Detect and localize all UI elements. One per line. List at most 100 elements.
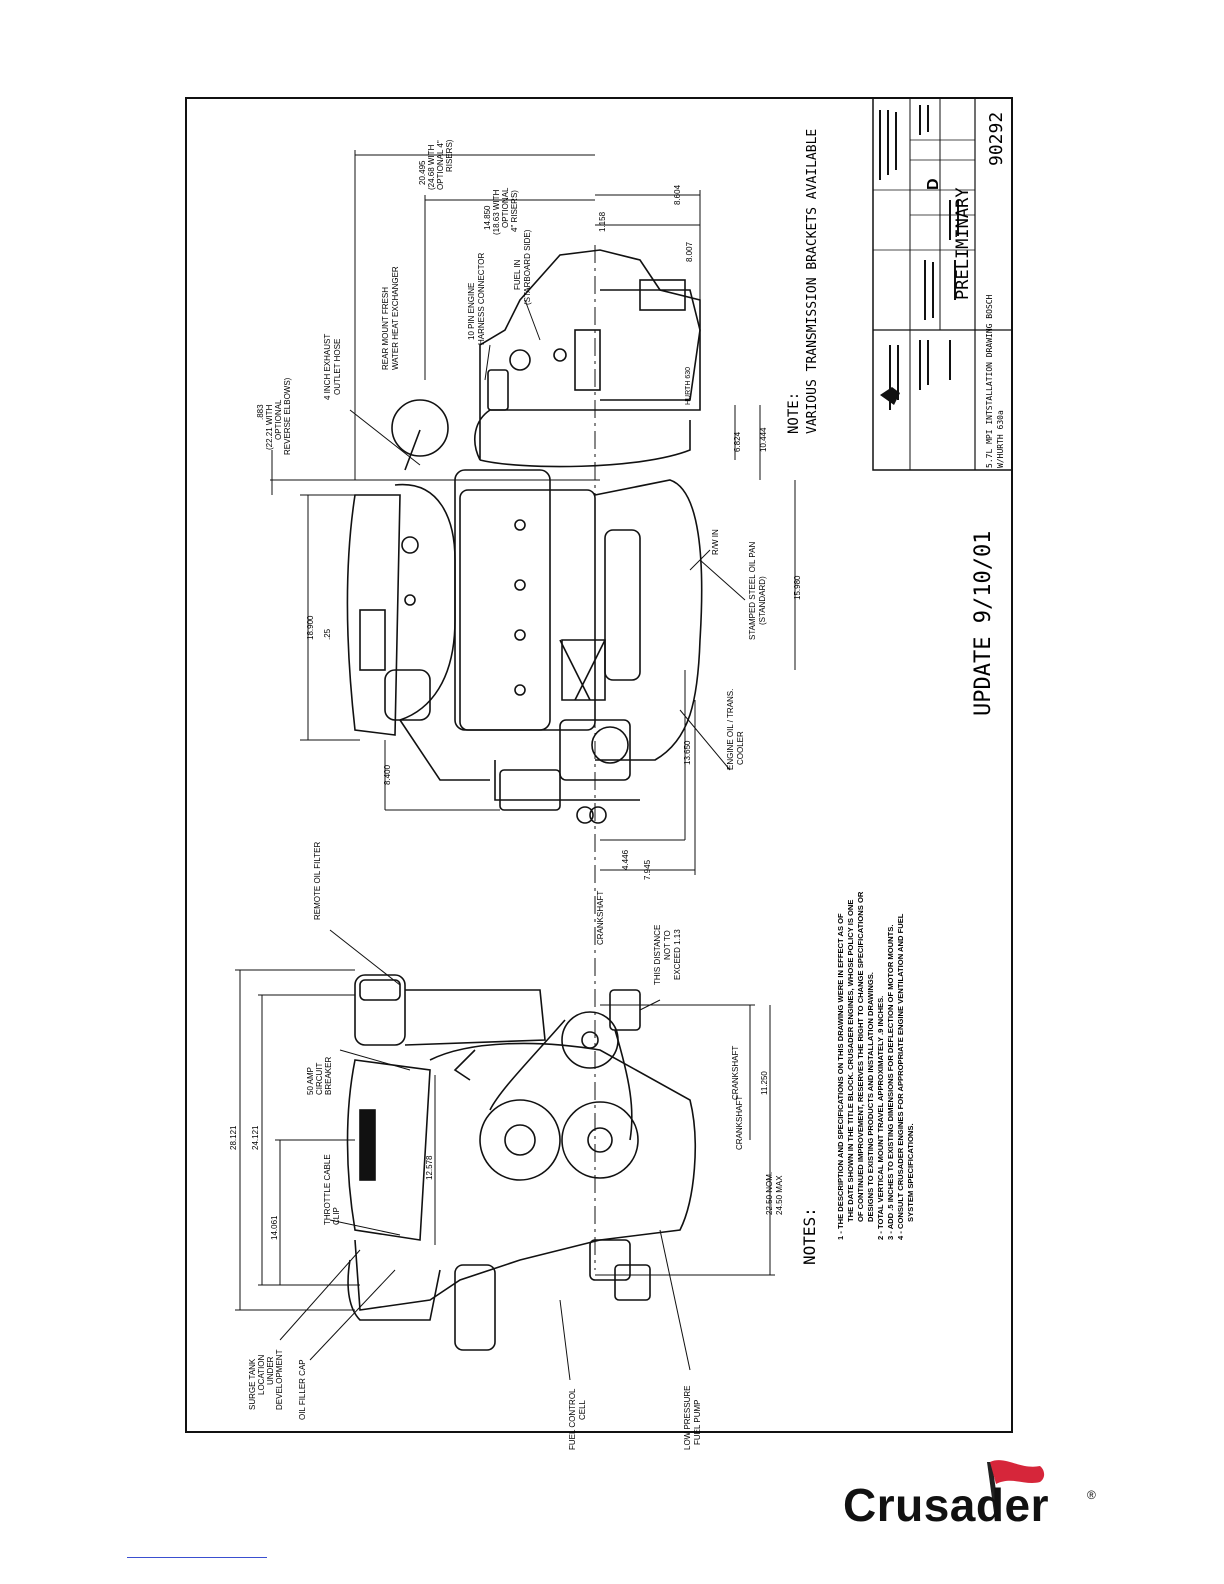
dim-28-121: 28.121 xyxy=(229,1125,238,1150)
label-fuel-in-2: (STARBOARD SIDE) xyxy=(523,229,532,305)
dim-4-446: 4.446 xyxy=(621,849,630,870)
label-hurth: HURTH 630 xyxy=(685,367,692,405)
front-view-dimension-lines xyxy=(235,929,775,1381)
title-block xyxy=(872,97,1013,471)
label-oil-cooler-2: COOLER xyxy=(736,731,745,765)
label-exhaust-elbow-4: REVERSE ELBOWS) xyxy=(283,377,292,455)
label-front-crankshaft-1: CRANKSHAFT xyxy=(731,1046,740,1100)
dim-18-900: 18.900 xyxy=(306,615,315,640)
label-breaker-1: 50 AMP xyxy=(306,1067,315,1095)
title-line-1: 5.7L MPI INTSTALLATION DRAWING BOSCH xyxy=(985,294,994,468)
label-throttle-1: THROTTLE CABLE xyxy=(323,1154,332,1225)
engine-front-view xyxy=(346,974,696,1351)
notes-list: 1 - THE DESCRIPTION AND SPECIFICATIONS O… xyxy=(836,891,915,1240)
label-fuel-in-1: FUEL IN xyxy=(513,259,522,290)
label-risers-14-1: 14.850 xyxy=(483,205,492,230)
dim-1-158: 1.158 xyxy=(598,211,607,232)
transmission-note-heading: NOTE: xyxy=(786,392,802,434)
notes-heading: NOTES: xyxy=(800,1207,819,1265)
label-exhaust-elbow-3: OPTIONAL xyxy=(274,399,283,440)
label-raw-water-in: R/W IN xyxy=(711,529,720,555)
label-front-crankshaft-2: CRANKSHAFT xyxy=(735,1096,744,1150)
label-fuel-pump-2: FUEL PUMP xyxy=(693,1400,702,1446)
crusader-logo: Crusader ® xyxy=(843,1458,1103,1568)
crusader-flag-icon xyxy=(987,1460,1045,1520)
title-line-2: W/HURTH 630a xyxy=(996,410,1005,468)
brand-wordmark: Crusader xyxy=(843,1479,1049,1531)
note-line: 4 - CONSULT CRUSADER ENGINES FOR APPROPR… xyxy=(896,913,905,1240)
label-remote-oil-filter: REMOTE OIL FILTER xyxy=(313,842,322,920)
label-oil-filler-cap: OIL FILLER CAP xyxy=(298,1359,307,1420)
update-stamp: UPDATE 9/10/01 xyxy=(971,531,996,716)
label-risers-20-1: 20.495 xyxy=(418,160,427,185)
side-view-dimension-lines xyxy=(270,150,796,875)
label-distance-note-1: THIS DISTANCE xyxy=(653,925,662,985)
label-exhaust-elbow-2: (22.21 WITH xyxy=(265,404,274,450)
label-breaker-2: CIRCUIT xyxy=(315,1062,324,1095)
front-view-dims: 28.121 24.121 14.061 12.578 11.250 xyxy=(229,1071,769,1240)
title-status: PRELIMINARY xyxy=(953,187,973,300)
registered-mark: ® xyxy=(1087,1488,1096,1502)
label-surge-tank-3: UNDER xyxy=(266,1356,275,1385)
label-surge-tank-2: LOCATION xyxy=(257,1354,266,1395)
footer-rule xyxy=(127,1557,267,1558)
revision-letter: D xyxy=(925,178,942,190)
front-view-labels: REMOTE OIL FILTER THIS DISTANCE NOT TO E… xyxy=(248,842,784,1450)
side-view-dims: 1.158 8.604 8.007 6.824 10.444 15.980 18… xyxy=(306,184,802,880)
label-throttle-2: CLIP xyxy=(332,1207,341,1225)
label-surge-tank-4: DEVELOPMENT xyxy=(275,1349,284,1410)
label-exhaust-hose-1: 4 INCH EXHAUST xyxy=(323,334,332,400)
side-view-labels: .883 (22.21 WITH OPTIONAL REVERSE ELBOWS… xyxy=(256,139,767,945)
dim-15-980: 15.980 xyxy=(793,575,802,600)
dim-11-250: 11.250 xyxy=(760,1071,769,1095)
dim-13-650: 13.650 xyxy=(683,740,692,765)
label-nom-max-1: 22.50 NOM. xyxy=(765,1172,774,1215)
label-risers-20-4: RISERS) xyxy=(445,139,454,172)
dim-10-444: 10.444 xyxy=(759,427,768,452)
label-heat-exchanger-1: REAR MOUNT FRESH xyxy=(381,287,390,370)
label-oil-pan-1: STAMPED STEEL OIL PAN xyxy=(748,542,757,640)
dim-12-578: 12.578 xyxy=(425,1155,434,1180)
label-risers-14-4: 4" RISERS) xyxy=(510,190,519,232)
dim-14-061: 14.061 xyxy=(270,1215,279,1240)
note-line: OF CONTINUED IMPROVEMENT, RESERVES THE R… xyxy=(856,891,865,1222)
dim-8-400: 8.400 xyxy=(383,764,392,785)
label-side-crankshaft: CRANKSHAFT xyxy=(596,891,605,945)
label-harness-2: HARNESS CONNECTOR xyxy=(477,252,486,345)
drawing-number: 90292 xyxy=(986,112,1007,166)
label-fuel-cell-1: FUEL CONTROL xyxy=(568,1388,577,1450)
dim-8-604: 8.604 xyxy=(673,184,682,205)
note-line: SYSTEM SPECIFICATIONS. xyxy=(906,1123,915,1222)
dim-0-25: .25 xyxy=(323,628,332,640)
note-line: THE DATE SHOWN IN THE TITLE BLOCK. CRUSA… xyxy=(846,900,855,1222)
label-surge-tank-1: SURGE TANK xyxy=(248,1358,257,1410)
label-fuel-cell-2: CELL xyxy=(578,1399,587,1420)
label-nom-max-2: 24.50 MAX xyxy=(775,1175,784,1215)
label-heat-exchanger-2: WATER HEAT EXCHANGER xyxy=(391,266,400,370)
label-risers-14-2: (18.63 WITH xyxy=(492,189,501,235)
label-breaker-3: BREAKER xyxy=(324,1057,333,1095)
label-risers-20-3: OPTIONAL 4" xyxy=(436,140,445,190)
label-harness-1: 10 PIN ENGINE xyxy=(467,283,476,340)
note-line: DESIGNS TO EXISTING PRODUCTS AND INSTALL… xyxy=(866,972,875,1222)
label-fuel-pump-1: LOW PRESSURE xyxy=(683,1386,692,1450)
transmission-note-text: VARIOUS TRANSMISSION BRACKETS AVAILABLE xyxy=(805,129,820,434)
label-oil-cooler-1: ENGINE OIL / TRANS. xyxy=(726,689,735,770)
dim-7-945: 7.945 xyxy=(643,859,652,880)
dim-8-007: 8.007 xyxy=(685,241,694,262)
label-risers-14-3: OPTIONAL xyxy=(501,187,510,228)
drawing-border xyxy=(185,97,1013,1433)
note-line: 1 - THE DESCRIPTION AND SPECIFICATIONS O… xyxy=(836,913,845,1240)
engine-side-view xyxy=(346,245,703,1270)
label-exhaust-elbow-1: .883 xyxy=(256,404,265,420)
label-distance-note-2: NOT TO xyxy=(663,930,672,960)
label-distance-note-3: EXCEED 1.13 xyxy=(673,929,682,980)
label-exhaust-hose-2: OUTLET HOSE xyxy=(333,339,342,395)
label-risers-20-2: (24.68 WITH xyxy=(427,144,436,190)
note-line: 2 - TOTAL VERTICAL MOUNT TRAVEL APPROXIM… xyxy=(876,996,885,1240)
dim-24-121: 24.121 xyxy=(251,1125,260,1150)
label-oil-pan-2: (STANDARD) xyxy=(758,576,767,625)
dim-6-824: 6.824 xyxy=(733,431,742,452)
note-line: 3 - ADD .5 INCHES TO EXISTING DIMENSIONS… xyxy=(886,925,895,1240)
